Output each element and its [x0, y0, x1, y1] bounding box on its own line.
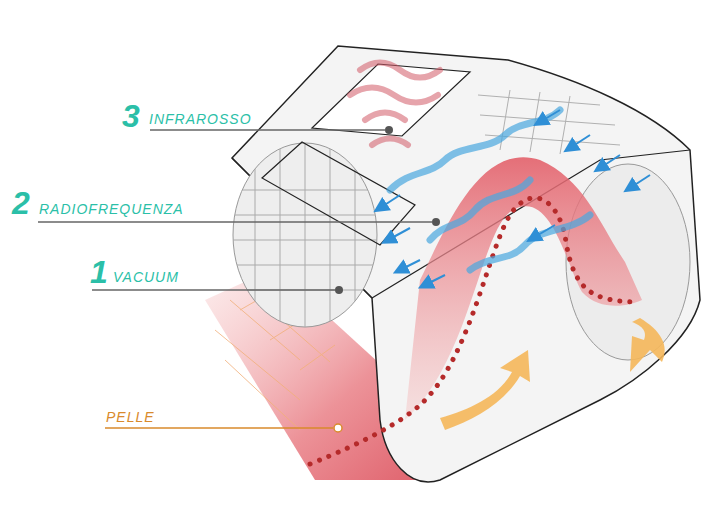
- callout-number: 1: [90, 256, 108, 288]
- part-label: PELLE: [106, 410, 155, 424]
- part-label: INFRAROSSO: [149, 112, 252, 126]
- part-label: VACUUM: [113, 270, 179, 284]
- part-label: RADIOFREQUENZA: [39, 202, 184, 216]
- callout-number: 2: [12, 187, 30, 219]
- callout-number: 3: [122, 100, 140, 132]
